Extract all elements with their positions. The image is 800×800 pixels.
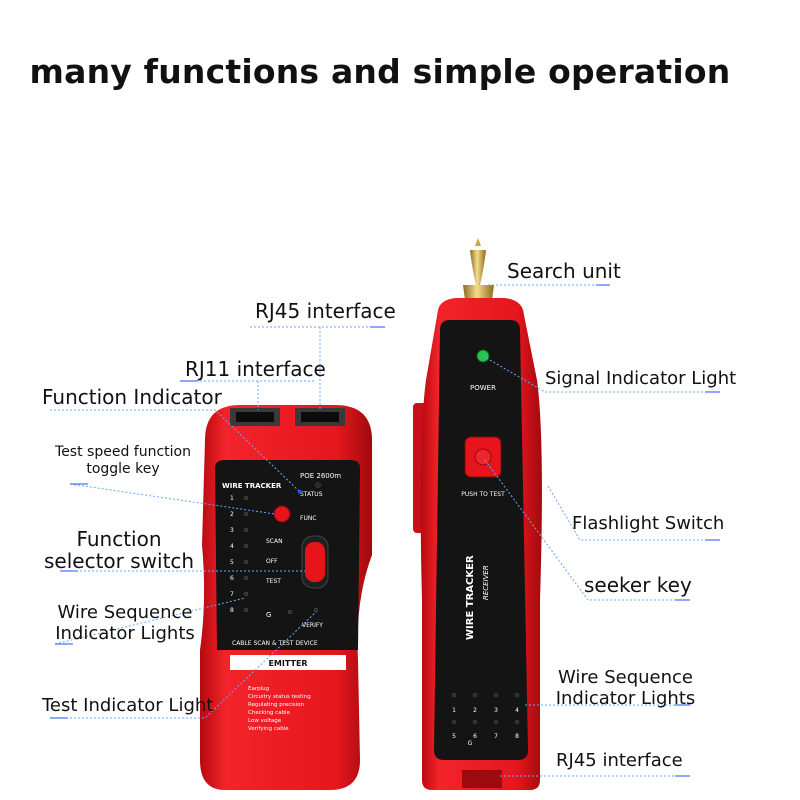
wire-number: 2 [230, 511, 234, 518]
callout-rj45-bottom: RJ45 interface [556, 750, 683, 771]
wire-number: 3 [230, 527, 234, 534]
emitter-device-line: CABLE SCAN & TEST DEVICE [232, 640, 318, 647]
wire-number: 7 [230, 591, 234, 598]
feature-item: Checking cable [248, 710, 291, 716]
receiver-device: POWER PUSH TO TEST WIRE TRACKER RECEIVER… [413, 238, 542, 790]
callout-rj45-top: RJ45 interface [255, 299, 396, 323]
callout-search-unit: Search unit [507, 259, 621, 283]
receiver-number: 8 [515, 733, 519, 740]
callout-leaders [50, 284, 720, 777]
callout-seeker-key: seeker key [584, 573, 692, 597]
callout-function-selector: Function selector switch [44, 527, 195, 573]
receiver-number: 7 [494, 733, 498, 740]
receiver-sub-label: RECEIVER [482, 565, 490, 600]
callout-rj11: RJ11 interface [185, 357, 326, 381]
receiver-number: 3 [494, 707, 498, 714]
search-unit-probe [463, 285, 494, 300]
emitter-brand: WIRE TRACKER [222, 482, 282, 490]
receiver-number: 5 [452, 733, 456, 740]
callout-signal-indicator: Signal Indicator Light [545, 368, 737, 389]
receiver-brand: WIRE TRACKER [465, 555, 476, 640]
wire-number: 5 [230, 559, 234, 566]
receiver-number: 2 [473, 707, 477, 714]
func-button[interactable] [273, 505, 291, 523]
feature-item: Regulating precision [248, 702, 305, 708]
feature-item: Verifying cable [248, 726, 289, 732]
feature-item: Earplug [248, 686, 269, 692]
emitter-label: EMITTER [268, 659, 307, 668]
rj45-port-bottom [462, 770, 502, 788]
page-title: many functions and simple operation [29, 52, 731, 91]
emitter-status-label: STATUS [300, 491, 323, 498]
test-indicator-led [313, 607, 319, 613]
callout-test-speed: Test speed function toggle key [55, 444, 191, 477]
function-selector-switch[interactable] [305, 542, 325, 582]
receiver-power-label: POWER [470, 384, 496, 392]
callout-wire-sequence-left: Wire Sequence Indicator Lights [55, 602, 195, 644]
receiver-number: 1 [452, 707, 456, 714]
status-led [315, 482, 321, 488]
feature-item: Low voltage [248, 718, 282, 724]
emitter-g-label: G [266, 611, 271, 619]
emitter-verify-label: VERIFY [302, 622, 323, 629]
feature-item: Circuitry status testing [248, 694, 311, 700]
callout-test-indicator: Test Indicator Light [42, 695, 214, 716]
emitter-model: POE 2600m [300, 472, 341, 480]
callout-flashlight-switch: Flashlight Switch [572, 513, 725, 534]
emitter-func-label: FUNC [300, 515, 317, 522]
callout-function-indicator: Function Indicator [42, 385, 222, 409]
wire-number: 4 [230, 543, 234, 550]
receiver-number: 4 [515, 707, 519, 714]
switch-off-label: OFF [266, 558, 278, 565]
wire-number: 8 [230, 607, 234, 614]
switch-scan-label: SCAN [266, 538, 283, 545]
emitter-device: WIRE TRACKER POE 2600m STATUS FUNC 1 2 3… [200, 405, 372, 790]
seeker-key-button[interactable] [474, 448, 492, 466]
callout-wire-sequence-right: Wire Sequence Indicator Lights [555, 667, 696, 709]
receiver-push-label: PUSH TO TEST [461, 491, 505, 498]
receiver-g-label: G [468, 740, 473, 747]
receiver-number: 6 [473, 733, 477, 740]
switch-test-label: TEST [265, 578, 281, 585]
wire-number: 6 [230, 575, 234, 582]
wire-number: 1 [230, 495, 234, 502]
